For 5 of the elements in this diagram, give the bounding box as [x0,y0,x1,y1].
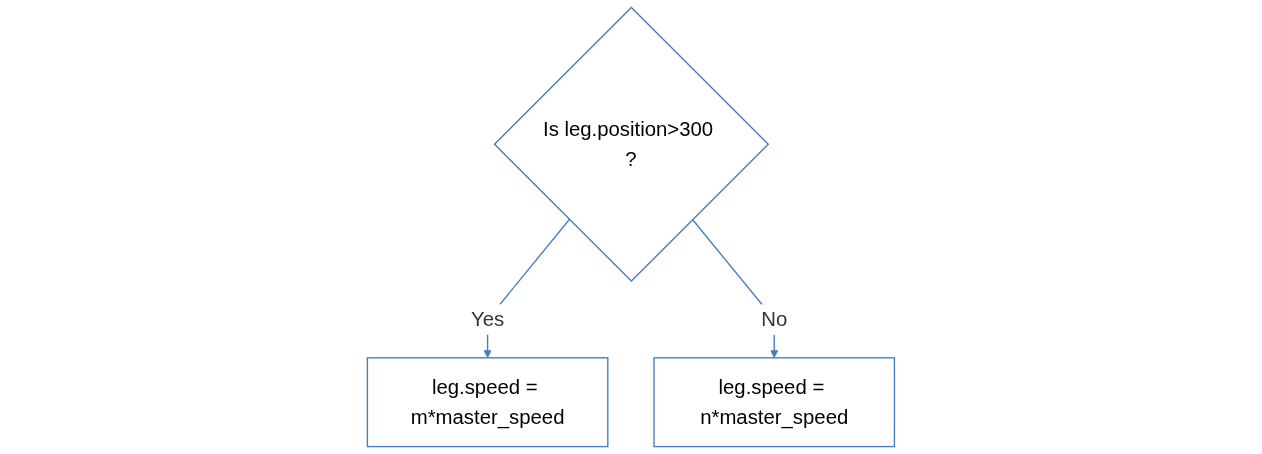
node-box: leg.speed = n*master_speed [653,357,896,448]
node-box: leg.speed = m*master_speed [366,357,609,448]
edge-label: No [761,307,788,332]
node-diamond: Is leg.position>300 ? [493,6,770,283]
edge-label: Yes [471,307,505,332]
